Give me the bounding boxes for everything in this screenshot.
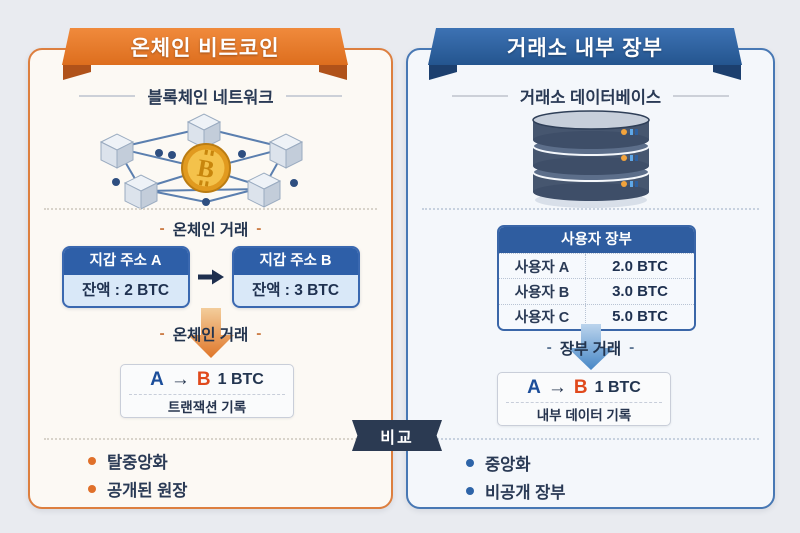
exchange-feature-list: 중앙화 비공개 장부: [466, 449, 565, 505]
bullet-dot-icon: [466, 487, 474, 495]
wallet-card-b: 지갑 주소 B 잔액 : 3 BTC: [231, 246, 360, 308]
tx-from: A: [527, 376, 541, 398]
database-icon: [531, 110, 650, 208]
ledger-header: 사용자 장부: [499, 227, 694, 253]
wallet-a-balance: 잔액 : 2 BTC: [81, 282, 170, 299]
tx-amount: 1 BTC: [217, 370, 264, 388]
onchain-subtitle: 블록체인 네트워크: [30, 84, 391, 108]
bitcoin-coin-icon: B: [180, 143, 231, 193]
section-divider: [422, 208, 759, 210]
dash-decoration: -: [159, 220, 165, 237]
tx-arrow: →: [547, 376, 567, 398]
ledger-amount: 5.0 BTC: [612, 308, 668, 326]
wallet-b-balance: 잔액 : 3 BTC: [251, 282, 340, 299]
onchain-tx-record-box: A → B 1 BTC 트랜잭션 기록: [120, 364, 294, 418]
onchain-banner-text: 온체인 비트코인: [62, 28, 348, 65]
dash-decoration: -: [546, 339, 552, 356]
feature-label: 탈중앙화: [107, 454, 168, 472]
tx-amount: 1 BTC: [594, 378, 641, 396]
user-ledger-table: 사용자 장부 사용자 A 2.0 BTC 사용자 B 3.0 BTC 사용자 C…: [497, 225, 696, 331]
svg-text:B: B: [195, 155, 216, 184]
dash-decoration: -: [256, 325, 262, 342]
tx-divider: [129, 394, 285, 395]
feature-label: 중앙화: [485, 456, 531, 474]
onchain-banner: 온체인 비트코인: [62, 28, 348, 81]
feature-item: 탈중앙화: [88, 447, 187, 475]
feature-item: 공개된 원장: [88, 475, 187, 503]
bullet-dot-icon: [466, 459, 474, 467]
transfer-arrow-icon: [197, 269, 224, 285]
wallet-card-a: 지갑 주소 A 잔액 : 2 BTC: [61, 246, 190, 308]
exchange-banner-text: 거래소 내부 장부: [428, 28, 742, 65]
ledger-row: 사용자 B 3.0 BTC: [499, 278, 694, 304]
ledger-user: 사용자 B: [499, 279, 586, 304]
onchain-arrow-label: - 온체인 거래 -: [30, 323, 391, 345]
onchain-arrow-label-text: 온체인 거래: [172, 327, 249, 344]
ledger-arrow-label-text: 장부 거래: [559, 341, 622, 358]
ledger-user: 사용자 C: [499, 304, 586, 329]
down-arrow-icon: [187, 308, 234, 358]
tx-to: B: [573, 376, 588, 398]
exchange-subtitle-text: 거래소 데이터베이스: [519, 89, 662, 107]
tx-to: B: [196, 368, 211, 390]
ledger-user: 사용자 A: [499, 254, 586, 279]
wallet-a-title: 지갑 주소 A: [63, 248, 188, 275]
tx-arrow: →: [170, 368, 190, 390]
tx-line: A → B 1 BTC: [121, 365, 293, 394]
dash-decoration: -: [159, 325, 165, 342]
wallet-b-title: 지갑 주소 B: [233, 248, 358, 275]
tx-caption: 내부 데이터 기록: [536, 407, 632, 423]
ledger-amount: 3.0 BTC: [612, 282, 668, 300]
onchain-flow: - 온체인 거래 -: [30, 308, 391, 360]
compare-badge: 비교: [352, 420, 442, 451]
section-divider: [44, 438, 377, 440]
dash-decoration: -: [256, 220, 262, 237]
onchain-tx-label: - 온체인 거래 -: [30, 218, 391, 240]
tx-from: A: [150, 368, 164, 390]
bullet-dot-icon: [88, 485, 96, 493]
block-cube: [124, 174, 157, 210]
divider-line: [285, 95, 342, 97]
wallet-cards-row: 지갑 주소 A 잔액 : 2 BTC 지갑 주소 B 잔액 : 3 BTC: [30, 246, 391, 308]
exchange-panel: 거래소 데이터베이스: [406, 48, 775, 509]
section-divider: [44, 208, 377, 210]
network-node-dots: [111, 149, 298, 206]
db-layer-top: [531, 110, 650, 149]
ledger-row: 사용자 A 2.0 BTC: [499, 253, 694, 279]
block-cube: [247, 172, 280, 208]
feature-label: 공개된 원장: [107, 482, 188, 500]
divider-line: [451, 95, 508, 97]
exchange-subtitle: 거래소 데이터베이스: [408, 84, 773, 108]
divider-line: [79, 95, 136, 97]
down-arrow-icon: [567, 324, 614, 370]
tx-line: A → B 1 BTC: [498, 373, 670, 402]
exchange-banner: 거래소 내부 장부: [428, 28, 742, 81]
block-cube: [269, 133, 302, 169]
section-divider: [422, 438, 759, 440]
ledger-flow: - 장부 거래 -: [408, 324, 773, 372]
ledger-arrow-label: - 장부 거래 -: [408, 337, 773, 359]
onchain-feature-list: 탈중앙화 공개된 원장: [88, 447, 187, 503]
ledger-tx-record-box: A → B 1 BTC 내부 데이터 기록: [497, 372, 671, 426]
feature-label: 비공개 장부: [485, 484, 566, 502]
tx-caption: 트랜잭션 기록: [167, 399, 247, 415]
dash-decoration: -: [629, 339, 635, 356]
ledger-amount: 2.0 BTC: [612, 257, 668, 275]
divider-line: [673, 95, 730, 97]
feature-item: 비공개 장부: [466, 477, 565, 505]
onchain-subtitle-text: 블록체인 네트워크: [147, 89, 274, 107]
feature-item: 중앙화: [466, 449, 565, 477]
bullet-dot-icon: [88, 457, 96, 465]
block-cube: [100, 133, 133, 169]
onchain-panel: 블록체인 네트워크: [28, 48, 393, 509]
blockchain-network-icon: B: [100, 113, 302, 210]
tx-divider: [506, 402, 662, 403]
block-cube: [187, 113, 220, 149]
onchain-tx-label-text: 온체인 거래: [172, 222, 249, 239]
